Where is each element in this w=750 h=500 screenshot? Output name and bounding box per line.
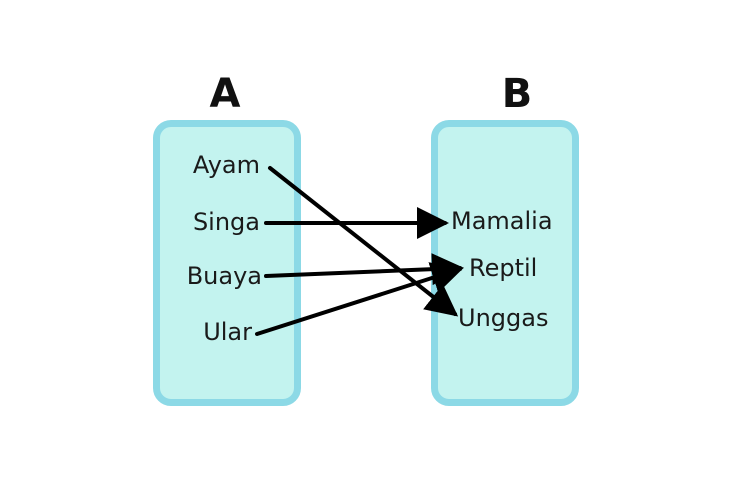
arrow-ular-to-reptil [255,262,464,336]
set-a-item-buaya: Buaya [186,262,262,290]
arrow-buaya-to-reptil [264,253,464,286]
set-b-box [431,120,579,406]
set-a-item-ayam: Ayam [192,151,260,179]
set-b-item-reptil: Reptil [469,254,538,282]
set-b-item-mamalia: Mamalia [451,207,553,235]
set-b-item-unggas: Unggas [458,304,549,332]
set-a-item-ular: Ular [203,318,252,346]
set-a-box [153,120,301,406]
set-a-item-singa: Singa [192,208,260,236]
arrow-ayam-to-unggas [268,166,459,317]
set-b-title: B [501,71,533,117]
set-a-title: A [209,71,241,117]
